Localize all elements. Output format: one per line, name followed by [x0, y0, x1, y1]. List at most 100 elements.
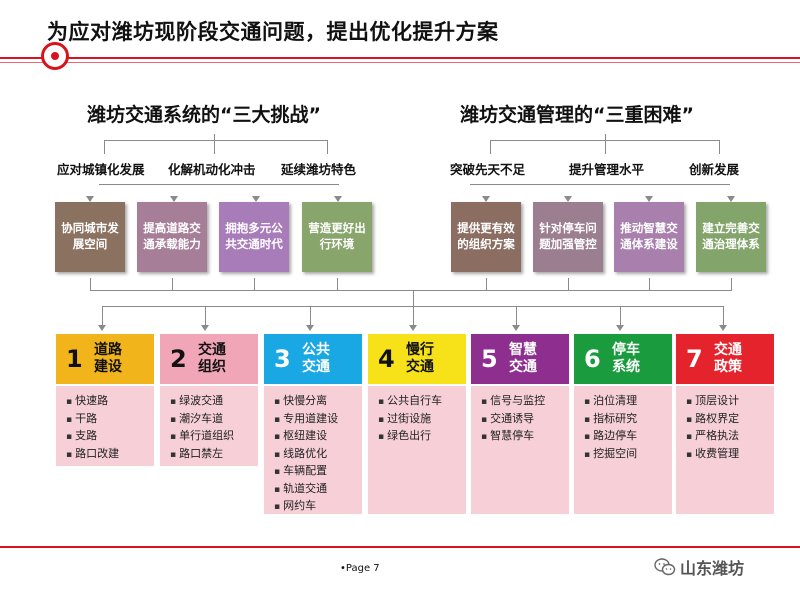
category-7-name: 交通政策 [714, 341, 742, 376]
category-1-header: 1 道路建设 [56, 334, 154, 384]
list-item: 路口改建 [66, 446, 148, 464]
list-item: 过街设施 [378, 411, 460, 429]
category-6-header: 6 停车系统 [574, 334, 672, 384]
connector [516, 306, 517, 326]
category-2-number: 2 [170, 345, 187, 373]
list-item: 公共自行车 [378, 393, 460, 411]
trunk-connector [413, 290, 414, 306]
connector [731, 278, 732, 290]
category-7-number: 7 [686, 345, 703, 373]
difficulty-box-4: 建立完善交通治理体系 [696, 202, 766, 272]
title-divider [0, 57, 800, 59]
arrow-icon [616, 325, 624, 331]
connector [413, 306, 414, 326]
right-mid-connector [470, 184, 730, 185]
left-label-3: 延续潍坊特色 [281, 162, 357, 177]
difficulty-box-3: 推动智慧交通体系建设 [614, 202, 684, 272]
connector [723, 306, 724, 326]
challenge-box-3: 拥抱多元公共交通时代 [219, 202, 289, 272]
right-label-1: 突破先天不足 [450, 162, 526, 177]
brand-logo-icon [41, 42, 69, 70]
challenge-box-1: 协同城市发展空间 [55, 202, 125, 272]
wechat-icon [654, 557, 676, 577]
category-6-number: 6 [584, 345, 601, 373]
list-item: 专用道建设 [274, 411, 356, 429]
list-item: 轨道交通 [274, 481, 356, 499]
category-6-name: 停车系统 [612, 341, 640, 376]
connector [337, 278, 338, 290]
connector [172, 278, 173, 290]
footer-divider [0, 546, 800, 548]
category-6-list: 泊位清理 指标研究 路边停车 挖掘空间 [574, 386, 672, 514]
category-3-list: 快慢分离 专用道建设 枢纽建设 线路优化 车辆配置 轨道交通 网约车 [264, 386, 362, 514]
connector [327, 140, 328, 154]
category-4-list: 公共自行车 过街设施 绿色出行 [368, 386, 466, 514]
arrow-icon [482, 196, 490, 202]
arrow-icon [334, 196, 342, 202]
upper-branch-connector [90, 290, 732, 291]
category-5-name: 智慧交通 [509, 341, 537, 376]
list-item: 单行道组织 [170, 428, 252, 446]
category-3-number: 3 [274, 345, 291, 373]
left-label-2: 化解机动化冲击 [168, 162, 256, 177]
arrow-icon [564, 196, 572, 202]
arrow-icon [201, 325, 209, 331]
brand-watermark: 山东潍坊 [654, 555, 744, 579]
list-item: 收费管理 [686, 446, 768, 464]
connector [620, 306, 621, 326]
list-item: 交通诱导 [481, 411, 563, 429]
connector [486, 278, 487, 290]
list-item: 支路 [66, 428, 148, 446]
category-3-name: 公共交通 [302, 341, 330, 376]
list-item: 快速路 [66, 393, 148, 411]
list-item: 智慧停车 [481, 428, 563, 446]
difficulty-box-2: 针对停车问题加强管控 [533, 202, 603, 272]
category-2-list: 绿波交通 潮汐车道 单行道组织 路口禁左 [160, 386, 258, 466]
right-group-heading: 潍坊交通管理的“三重困难” [460, 104, 694, 126]
arrow-icon [727, 196, 735, 202]
arrow-icon [645, 196, 653, 202]
arrow-icon [512, 325, 520, 331]
arrow-icon [306, 325, 314, 331]
category-5-number: 5 [481, 345, 498, 373]
list-item: 顶层设计 [686, 393, 768, 411]
connector [490, 140, 491, 154]
connector [649, 278, 650, 290]
category-1-name: 道路建设 [94, 341, 122, 376]
list-item: 信号与监控 [481, 393, 563, 411]
connector [719, 140, 720, 154]
list-item: 路边停车 [584, 428, 666, 446]
category-1-list: 快速路 干路 支路 路口改建 [56, 386, 154, 466]
category-2-header: 2 交通组织 [160, 334, 258, 384]
left-group-heading: 潍坊交通系统的“三大挑战” [87, 104, 321, 126]
left-top-connector [104, 140, 328, 141]
list-item: 严格执法 [686, 428, 768, 446]
connector [254, 278, 255, 290]
title-divider-thin [0, 62, 800, 63]
arrow-icon [719, 325, 727, 331]
list-item: 路口禁左 [170, 446, 252, 464]
category-1-number: 1 [66, 345, 83, 373]
arrow-icon [252, 196, 260, 202]
slide-title: 为应对潍坊现阶段交通问题，提出优化提升方案 [47, 20, 499, 44]
left-mid-connector [99, 184, 339, 185]
list-item: 绿色出行 [378, 428, 460, 446]
arrow-icon [409, 325, 417, 331]
challenge-box-4: 营造更好出行环境 [302, 202, 372, 272]
page-number: •Page 7 [340, 563, 380, 574]
category-4-number: 4 [378, 345, 395, 373]
connector [205, 306, 206, 326]
connector [310, 306, 311, 326]
right-label-3: 创新发展 [689, 162, 740, 177]
left-label-1: 应对城镇化发展 [57, 162, 145, 177]
list-item: 枢纽建设 [274, 428, 356, 446]
category-7-header: 7 交通政策 [676, 334, 774, 384]
category-2-name: 交通组织 [198, 341, 226, 376]
connector [214, 134, 215, 154]
right-label-2: 提升管理水平 [569, 162, 645, 177]
category-3-header: 3 公共交通 [264, 334, 362, 384]
arrow-icon [98, 325, 106, 331]
list-item: 路权界定 [686, 411, 768, 429]
list-item: 车辆配置 [274, 463, 356, 481]
category-5-header: 5 智慧交通 [471, 334, 569, 384]
